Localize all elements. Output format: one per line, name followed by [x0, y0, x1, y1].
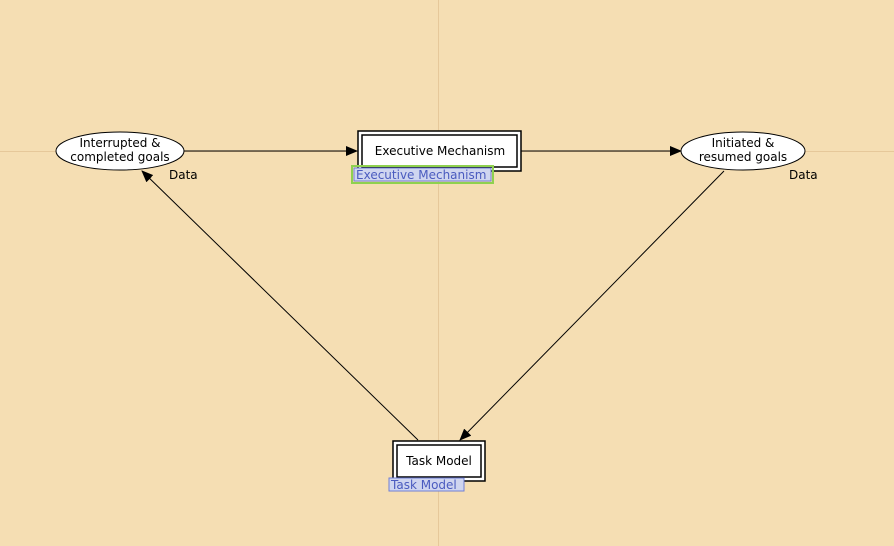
place-ellipse [55, 131, 185, 171]
place-label-line1: Interrupted & [80, 136, 161, 150]
subpage-tag-executive-mechanism[interactable]: Executive Mechanism [351, 165, 494, 184]
place-type-label-interrupted: Data [169, 168, 198, 182]
place-label-line2: completed goals [70, 150, 169, 164]
place-label-line1: Initiated & [712, 136, 775, 150]
transition-label: Executive Mechanism [375, 144, 505, 158]
subpage-tag-box [388, 477, 465, 492]
subpage-tag-task-model[interactable]: Task Model [388, 477, 465, 492]
subpage-tag-text: Executive Mechanism [356, 168, 486, 182]
arc-task-model-to-interrupted[interactable] [141, 170, 419, 441]
transition-executive-mechanism[interactable]: Executive Mechanism [357, 130, 522, 172]
subpage-tag-text: Task Model [390, 478, 457, 492]
place-ellipse [680, 131, 806, 171]
transition-inner-border [361, 134, 518, 168]
place-type-label-initiated: Data [789, 168, 818, 182]
transition-label: Task Model [405, 454, 472, 468]
place-label-line2: resumed goals [699, 150, 787, 164]
transition-task-model[interactable]: Task Model [392, 440, 486, 482]
place-interrupted-completed-goals[interactable]: Interrupted & completed goals [55, 131, 185, 171]
arc-initiated-to-task-model[interactable] [459, 170, 725, 441]
transition-inner-border [396, 444, 482, 478]
subpage-tag-highlight [351, 165, 494, 184]
subpage-tag-box [353, 167, 492, 182]
place-initiated-resumed-goals[interactable]: Initiated & resumed goals [680, 131, 806, 171]
